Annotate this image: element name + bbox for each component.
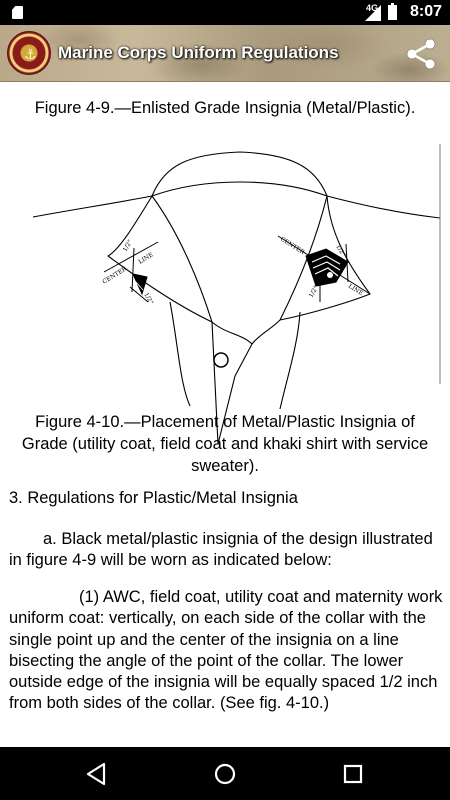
left-center-label: CENTER — [101, 265, 128, 286]
left-line-label: LINE — [137, 251, 154, 265]
back-icon[interactable] — [84, 761, 110, 787]
share-icon[interactable] — [404, 37, 438, 71]
app-bar: ⚓ Marine Corps Uniform Regulations — [0, 25, 450, 82]
signal-icon — [365, 5, 381, 21]
app-title: Marine Corps Uniform Regulations — [58, 43, 339, 62]
battery-icon — [388, 3, 397, 20]
recents-icon[interactable] — [340, 761, 366, 787]
network-type: 4G — [366, 3, 379, 13]
right-half-inch-bottom-label: 1/2" — [308, 285, 320, 299]
navigation-bar — [0, 747, 450, 800]
collar-insignia-diagram: 1/2" LINE CENTER 1/2" CENTER 1/2" 1/2" L… — [32, 144, 441, 445]
status-bar: 4G 8:07 — [0, 0, 450, 25]
clock: 8:07 — [410, 3, 443, 20]
section-heading: 3. Regulations for Plastic/Metal Insigni… — [9, 489, 298, 507]
right-center-label: CENTER — [279, 236, 306, 257]
figure-title: Figure 4-9.—Enlisted Grade Insignia (Met… — [34, 99, 416, 117]
paragraph-1: (1) AWC, field coat, utility coat and ma… — [9, 588, 443, 713]
right-line-label: LINE — [347, 283, 364, 297]
sd-card-icon — [12, 6, 23, 19]
home-icon[interactable] — [212, 761, 238, 787]
button-icon — [213, 352, 229, 368]
usmc-emblem-icon: ⚓ — [7, 31, 51, 75]
figure-caption: Figure 4-10.—Placement of Metal/Plastic … — [21, 413, 429, 475]
paragraph-a: a. Black metal/plastic insignia of the d… — [9, 530, 433, 569]
emblem-center-icon: ⚓ — [24, 46, 37, 62]
content-area[interactable]: Figure 4-9.—Enlisted Grade Insignia (Met… — [0, 82, 450, 747]
